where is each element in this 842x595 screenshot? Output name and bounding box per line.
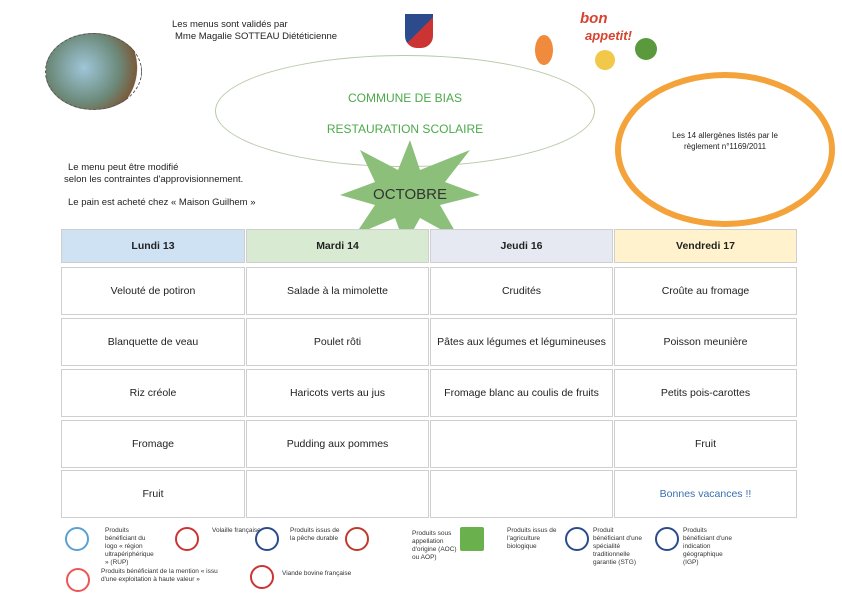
menu-item-cell: Fruit (614, 420, 797, 468)
allergens-title: Les 14 allergènes listés par le règlemen… (672, 131, 778, 151)
bias-coat-of-arms (405, 14, 433, 48)
month-starburst (340, 140, 480, 245)
month-label: OCTOBRE (373, 186, 447, 203)
legend-text: Produits issus de l'agriculture biologiq… (507, 527, 557, 550)
note-line2: selon les contraintes d'approvisionnemen… (64, 174, 244, 185)
ab-logo-icon (460, 527, 484, 551)
menu-item-cell: Petits pois-carottes (614, 369, 797, 417)
menu-item-cell: Poisson meunière (614, 318, 797, 366)
rup-logo-icon (65, 527, 89, 551)
aoc-logo-icon (345, 527, 369, 551)
legend-text: Volaille française (212, 527, 261, 534)
menu-item-cell: Pudding aux pommes (246, 420, 429, 468)
legend-text: Produits issus de la pêche durable (290, 527, 340, 542)
day-header: Mardi 14 (246, 229, 429, 263)
validation-line2: Mme Magalie SOTTEAU Diététicienne (175, 31, 338, 42)
menu-item-cell: Croûte au fromage (614, 267, 797, 315)
menu-item-cell: Pâtes aux légumes et légumineuses (430, 318, 613, 366)
menu-item-cell: Fromage blanc au coulis de fruits (430, 369, 613, 417)
allergens-ring (615, 72, 835, 227)
pear-icon (595, 50, 615, 70)
validation-line1: Les menus sont validés par (172, 19, 288, 30)
vbf-logo-icon (250, 565, 274, 589)
menu-item-cell: Bonnes vacances !! (614, 470, 797, 518)
legend-text: Produit bénéficiant d'une spécialité tra… (593, 527, 642, 566)
title-commune: COMMUNE DE BIAS (347, 91, 462, 105)
title-restauration: RESTAURATION SCOLAIRE (326, 122, 484, 136)
day-header: Vendredi 17 (614, 229, 797, 263)
legend-text: Viande bovine française (282, 570, 352, 577)
bon-appetit-illustration: bon appetit! (535, 10, 660, 75)
menu-item-cell: Velouté de potiron (61, 267, 245, 315)
appetit-text: appetit! (585, 28, 632, 43)
day-header: Jeudi 16 (430, 229, 613, 263)
menu-item-cell: Fruit (61, 470, 245, 518)
hve-logo-icon (66, 568, 90, 592)
menu-item-cell (246, 470, 429, 518)
broccoli-icon (635, 38, 657, 60)
bon-text: bon (580, 10, 608, 27)
legend-text: Produits sous appellation d'origine (AOC… (412, 530, 457, 561)
menu-item-cell (430, 470, 613, 518)
volaille-francaise-logo-icon (175, 527, 199, 551)
bread-note: Le pain est acheté chez « Maison Guilhem… (68, 197, 256, 208)
legend-text: Produits bénéficiant de la mention « iss… (101, 568, 218, 583)
day-header: Lundi 13 (61, 229, 245, 263)
peche-durable-logo-icon (255, 527, 279, 551)
menu-item-cell: Haricots verts au jus (246, 369, 429, 417)
menu-item-cell (430, 420, 613, 468)
igp-logo-icon (655, 527, 679, 551)
menu-item-cell: Fromage (61, 420, 245, 468)
menu-item-cell: Riz créole (61, 369, 245, 417)
legend-text: Produits bénéficiant d'une indication gé… (683, 527, 732, 566)
stg-logo-icon (565, 527, 589, 551)
menu-item-cell: Blanquette de veau (61, 318, 245, 366)
carrot-icon (535, 35, 553, 65)
menu-item-cell: Crudités (430, 267, 613, 315)
note-line1: Le menu peut être modifié (68, 162, 179, 173)
legend-text: Produits bénéficiant du logo « région ul… (105, 527, 154, 566)
menu-item-cell: Salade à la mimolette (246, 267, 429, 315)
canteen-illustration (45, 33, 142, 110)
menu-item-cell: Poulet rôti (246, 318, 429, 366)
